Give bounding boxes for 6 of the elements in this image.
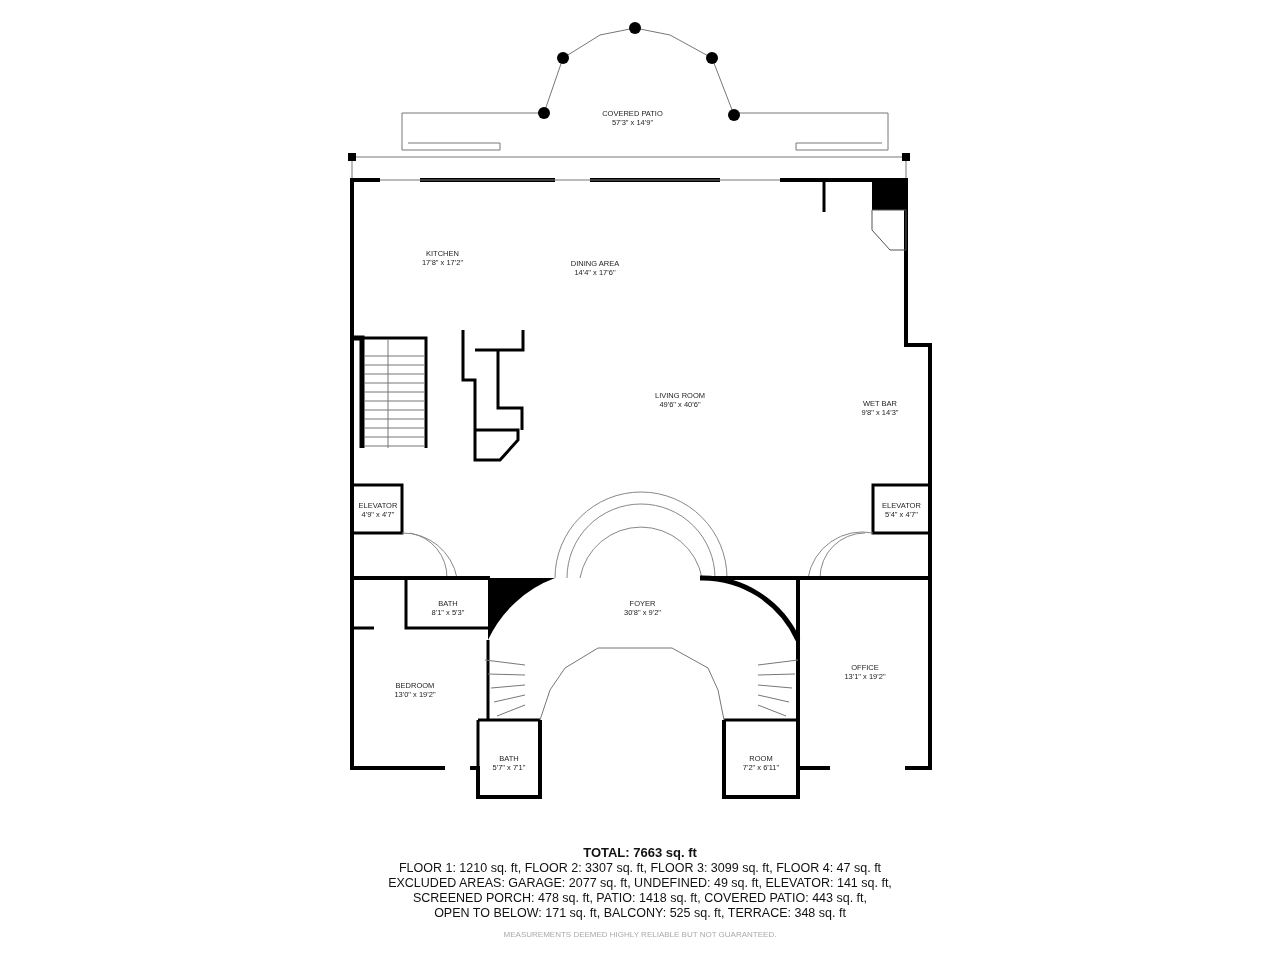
disclaimer-note: MEASUREMENTS DEEMED HIGHLY RELIABLE BUT NOT GUARANTEED. bbox=[502, 930, 778, 939]
total-area-heading: TOTAL: 7663 sq. ft bbox=[582, 845, 698, 860]
area-summary-line: OPEN TO BELOW: 171 sq. ft, BALCONY: 525 sq. ft, TERRACE: 348 sq. ft bbox=[433, 906, 847, 920]
area-summary-line: EXCLUDED AREAS: GARAGE: 2077 sq. ft, UNDEFINED: 49 sq. ft, ELEVATOR: 141 sq. ft, bbox=[387, 876, 893, 890]
area-summary-line: FLOOR 1: 1210 sq. ft, FLOOR 2: 3307 sq. ft, FLOOR 3: 3099 sq. ft, FLOOR 4: 47 sq. ft bbox=[397, 861, 883, 875]
area-summary-line: SCREENED PORCH: 478 sq. ft, PATIO: 1418 sq. ft, COVERED PATIO: 443 sq. ft, bbox=[411, 891, 869, 905]
